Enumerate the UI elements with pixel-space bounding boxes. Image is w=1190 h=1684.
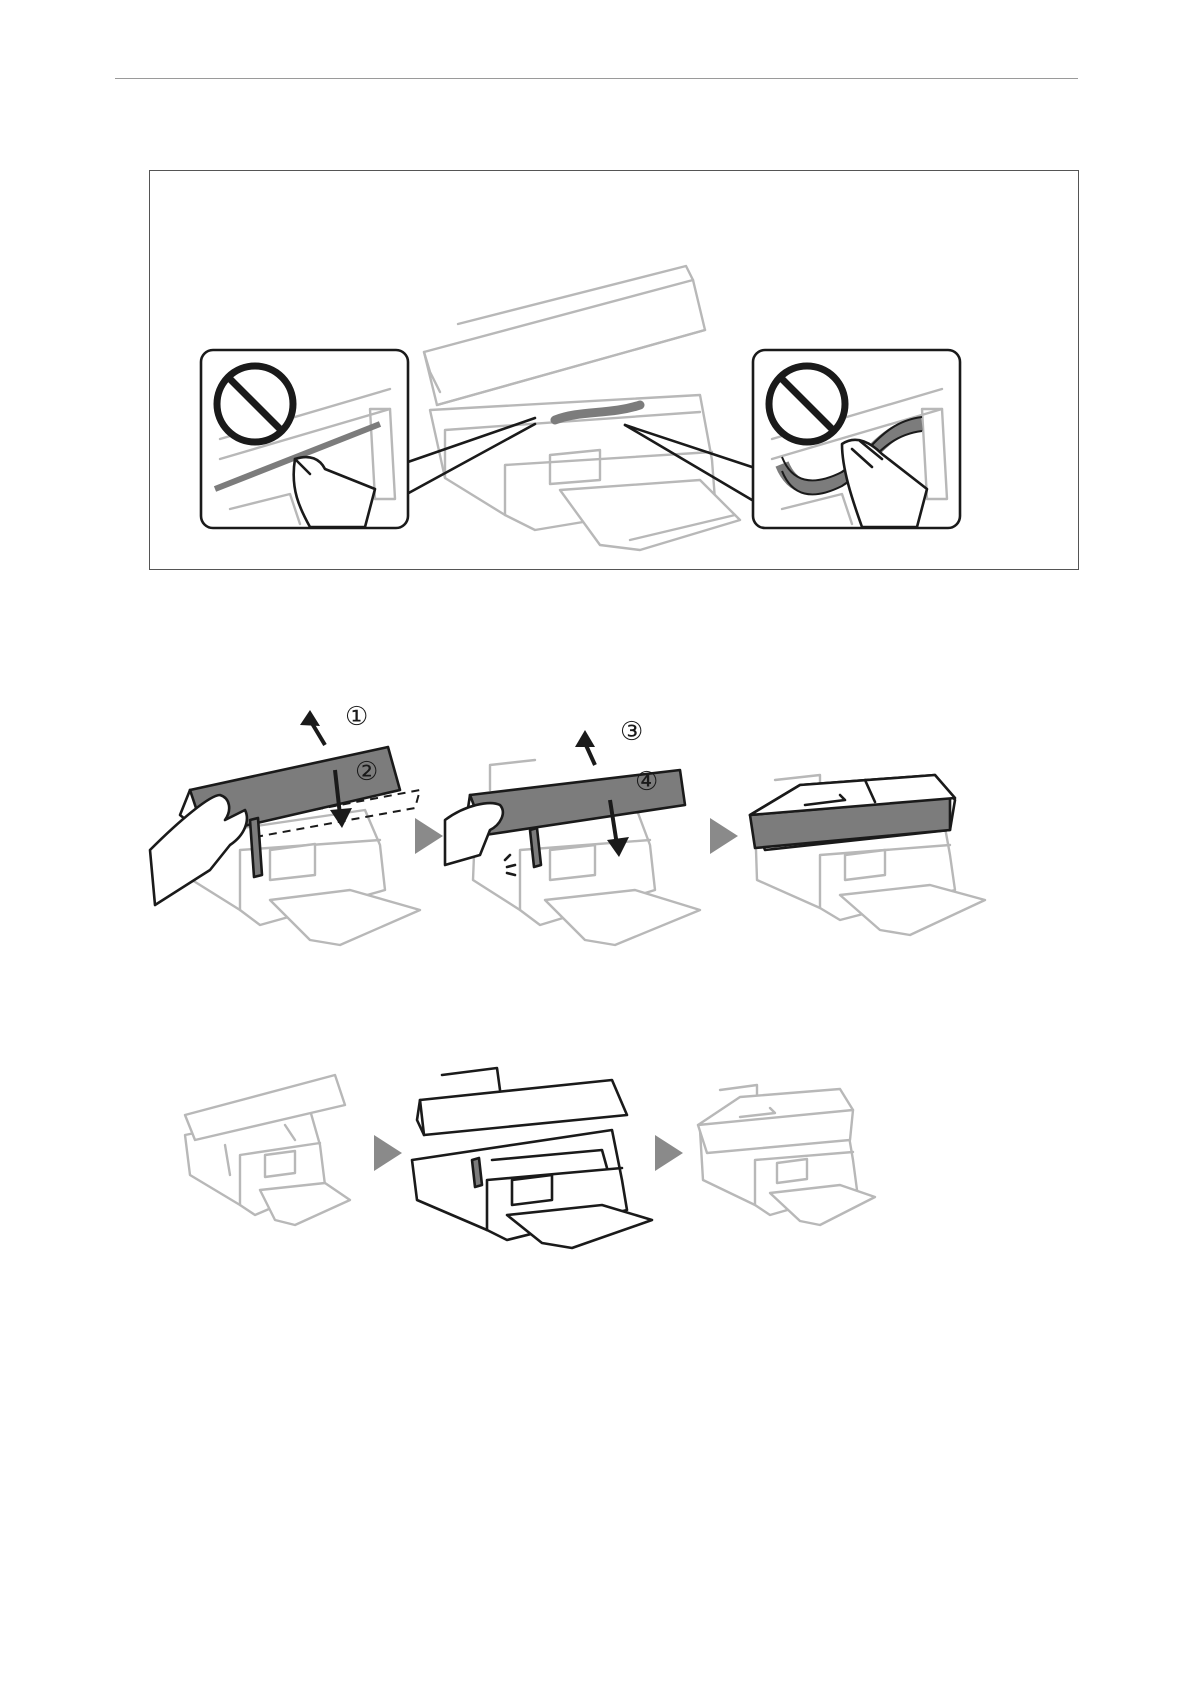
sequence-illustration-1 bbox=[185, 1065, 355, 1230]
step-number-4: ④ bbox=[635, 767, 658, 797]
step-number-1: ① bbox=[345, 702, 368, 732]
step-illustration-2: ③ ④ bbox=[445, 705, 705, 950]
prohibited-icon bbox=[217, 366, 293, 442]
step-illustration-3 bbox=[745, 760, 985, 950]
sequence-illustration-2 bbox=[412, 1060, 652, 1250]
step-number-2: ② bbox=[355, 757, 378, 787]
callout-right bbox=[752, 349, 962, 531]
play-triangle-icon bbox=[655, 1135, 683, 1171]
prohibited-icon bbox=[769, 366, 845, 442]
sequence-illustration-3 bbox=[695, 1075, 875, 1235]
play-triangle-icon bbox=[710, 818, 738, 854]
play-triangle-icon bbox=[374, 1135, 402, 1171]
play-triangle-icon bbox=[415, 818, 443, 854]
step-illustration-1: ① ② bbox=[150, 700, 430, 950]
step-number-3: ③ bbox=[620, 717, 643, 747]
callout-left bbox=[200, 349, 410, 531]
